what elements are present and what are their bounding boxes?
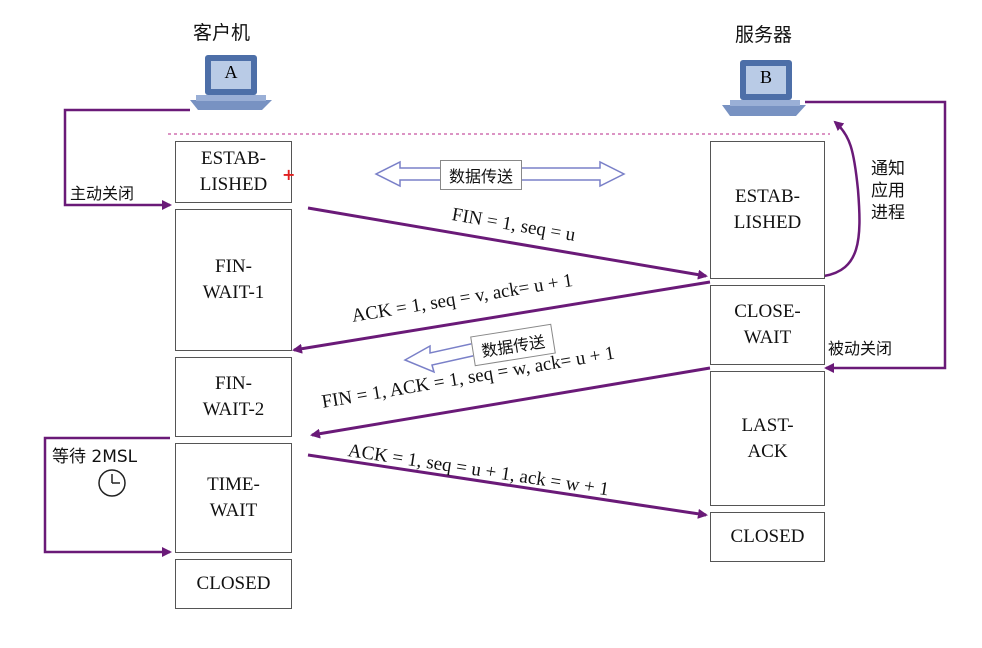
- passive-close-path: [805, 100, 947, 373]
- server-icon-letter: B: [759, 67, 772, 87]
- client-state-time-wait: TIME- WAIT: [175, 443, 292, 553]
- msg-arrow-fin-ack: [310, 366, 711, 439]
- client-icon-letter: A: [224, 62, 238, 82]
- passive-close-label: 被动关闭: [828, 339, 893, 358]
- msg-arrow-fin: [307, 206, 708, 280]
- server-computer-icon: [722, 60, 806, 116]
- clock-icon: [98, 469, 126, 497]
- server-label: 服务器: [735, 24, 793, 46]
- server-state-established: ESTAB- LISHED: [710, 141, 825, 279]
- active-close-path: [63, 108, 190, 210]
- client-label: 客户机: [193, 22, 251, 44]
- client-state-closed: CLOSED: [175, 559, 292, 609]
- notify-app-label: 通知 应用 进程: [871, 159, 905, 224]
- client-state-established: ESTAB- LISHED: [175, 141, 292, 203]
- server-state-close-wait: CLOSE- WAIT: [710, 285, 825, 365]
- msg-arrow-ack: [292, 280, 711, 354]
- msg-arrow-final-ack: [307, 453, 708, 519]
- active-close-label: 主动关闭: [70, 184, 135, 203]
- wait-2msl-label: 等待 2MSL: [52, 447, 138, 467]
- client-state-fin-wait-1: FIN- WAIT-1: [175, 209, 292, 351]
- server-state-last-ack: LAST- ACK: [710, 371, 825, 506]
- server-state-closed: CLOSED: [710, 512, 825, 562]
- client-computer-icon: [190, 55, 272, 110]
- client-state-fin-wait-2: FIN- WAIT-2: [175, 357, 292, 437]
- notify-app-curve: [823, 120, 861, 278]
- data-transfer-label-1: 数据传送: [440, 160, 523, 190]
- time-wait-loop: [43, 436, 172, 557]
- cursor-plus-icon: +: [282, 165, 296, 184]
